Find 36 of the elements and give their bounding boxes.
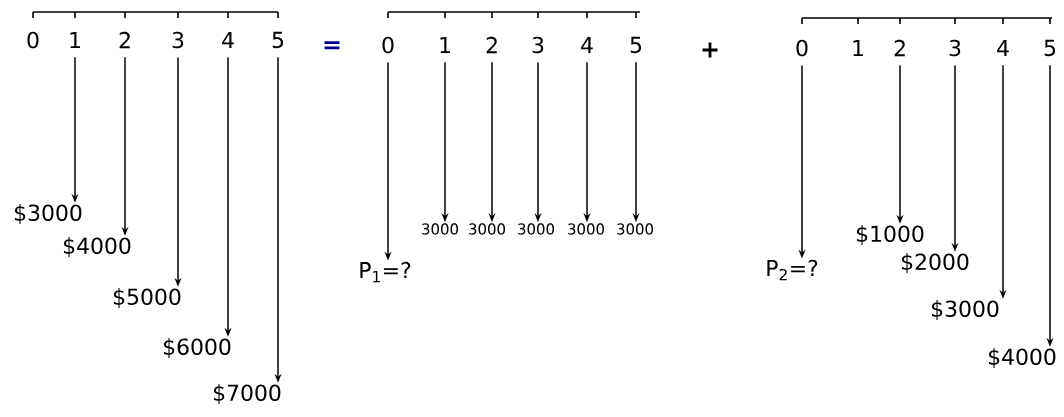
cash-amount: 3000 <box>617 223 653 235</box>
cash-amount: $7000 <box>213 384 281 404</box>
period-number: 5 <box>1044 39 1056 57</box>
period-number: 0 <box>27 31 39 49</box>
period-number: 3 <box>949 39 961 57</box>
period-number: 0 <box>382 36 394 54</box>
cash-amount: $3000 <box>14 204 82 224</box>
period-number: 5 <box>272 31 284 49</box>
cash-amount: 3000 <box>469 223 505 235</box>
period-number: 2 <box>119 31 130 49</box>
period-number: 3 <box>532 36 544 54</box>
period-number: 3 <box>172 31 184 49</box>
period-number: 5 <box>630 36 642 54</box>
cash-amount: $6000 <box>163 338 231 358</box>
period-number: 2 <box>486 36 497 54</box>
cash-amount: 3000 <box>568 223 604 235</box>
cash-amount: P$_{1}$=? <box>360 261 411 283</box>
operator-sign: + <box>702 42 718 58</box>
cash-amount: $5000 <box>113 288 181 308</box>
cash-amount: $3000 <box>931 300 999 320</box>
cash-amount: 3000 <box>518 223 554 235</box>
operator-sign: = <box>324 41 340 50</box>
cash-amount: $2000 <box>901 253 969 273</box>
period-number: 1 <box>440 37 450 53</box>
cash-amount: $4000 <box>63 237 131 257</box>
cash-amount: P$_{2}$=? <box>767 259 818 281</box>
period-number: 2 <box>894 39 905 57</box>
cash-amount: 3000 <box>422 223 458 235</box>
period-number: 4 <box>997 40 1009 56</box>
period-number: 0 <box>796 39 808 57</box>
period-number: 4 <box>581 37 593 53</box>
period-number: 1 <box>70 32 80 48</box>
cash-amount: $4000 <box>988 348 1056 368</box>
period-number: 1 <box>853 40 863 56</box>
cash-amount: $1000 <box>856 225 924 245</box>
period-number: 4 <box>222 32 234 48</box>
